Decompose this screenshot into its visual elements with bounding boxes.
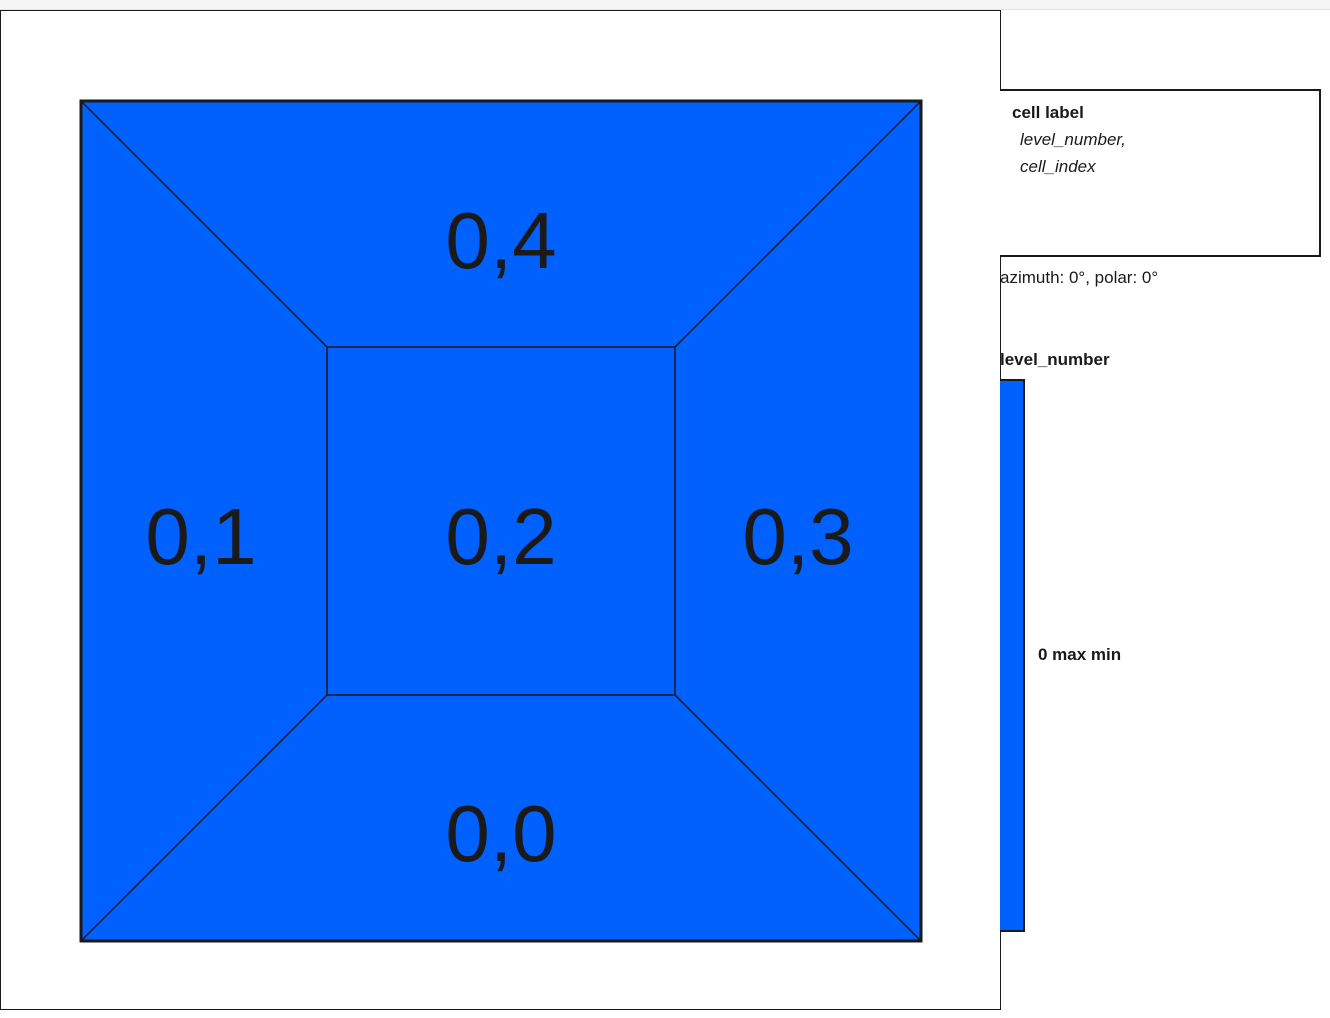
top-strip <box>0 0 1330 10</box>
colorbar-tick-label: 0 max min <box>1038 645 1122 664</box>
colorbar-title: level_number <box>1000 350 1110 369</box>
view-angles: azimuth: 0°, polar: 0° <box>1000 268 1159 287</box>
colorbar <box>1000 379 1025 932</box>
legend-line-level-number: level_number, <box>1020 130 1126 149</box>
cell-diagram: 0,4 0,1 0,2 0,3 0,0 <box>79 99 923 943</box>
legend-line-cell-index: cell_index <box>1020 157 1096 176</box>
inner-square <box>326 346 676 696</box>
legend-title: cell label <box>1012 103 1084 122</box>
plot-viewport[interactable]: 0,4 0,1 0,2 0,3 0,0 <box>0 10 1001 1010</box>
cell-label-center: 0,2 <box>445 492 556 581</box>
cell-label-bottom: 0,0 <box>445 789 556 878</box>
cell-label-top: 0,4 <box>445 196 556 285</box>
cell-label-left: 0,1 <box>145 492 256 581</box>
legend-box: cell label level_number, cell_index <box>1000 89 1321 257</box>
cell-label-right: 0,3 <box>742 492 853 581</box>
